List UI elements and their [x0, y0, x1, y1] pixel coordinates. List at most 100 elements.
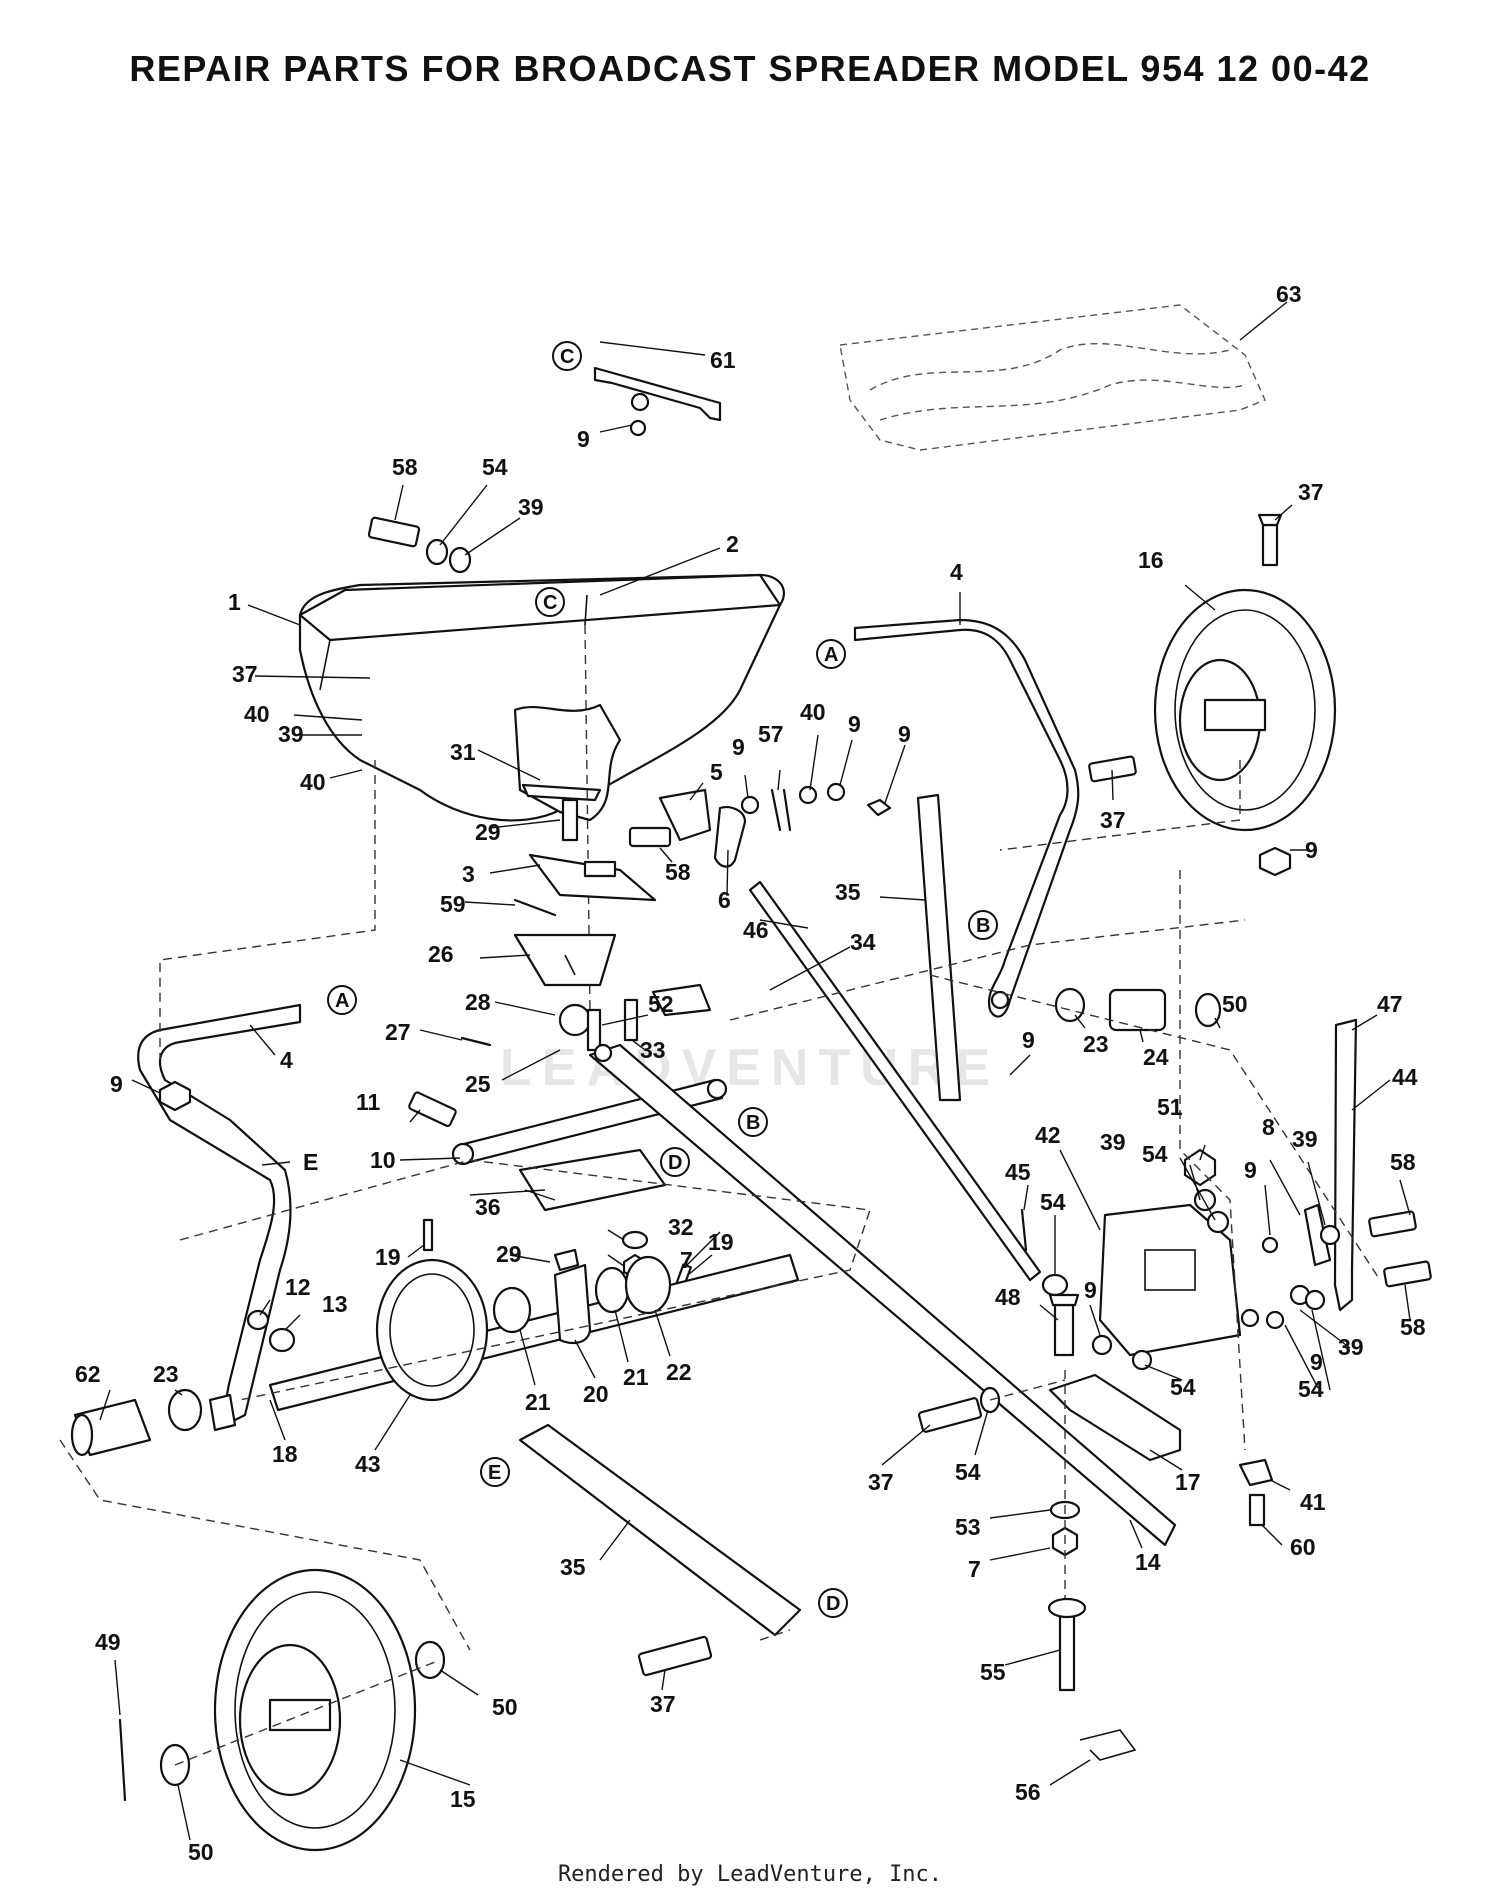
callout-32: 32: [668, 1214, 694, 1240]
clevis-bracket: [1048, 1373, 1182, 1462]
callout-6: 6: [718, 887, 731, 913]
callout-37: 37: [232, 661, 258, 687]
callout-63: 63: [1276, 281, 1302, 307]
callout-9: 9: [1022, 1027, 1035, 1053]
callout-58: 58: [1400, 1314, 1426, 1340]
svg-text:D: D: [668, 1152, 682, 1174]
lever-bracket: [628, 788, 747, 868]
callout-40: 40: [244, 701, 270, 727]
part-callouts: 63 61 9 58 54 39 2 1 37 40 39 40 31 29 3…: [75, 281, 1426, 1865]
callout-44: 44: [1392, 1064, 1418, 1090]
callout-54: 54: [1040, 1189, 1066, 1215]
bushing-set-left: [70, 1388, 237, 1457]
svg-text:D: D: [826, 1593, 840, 1615]
control-lever: [1240, 1018, 1432, 1330]
callout-26: 26: [428, 941, 454, 967]
callout-54: 54: [1170, 1374, 1196, 1400]
callout-37: 37: [650, 1691, 676, 1717]
callout-54: 54: [1298, 1376, 1324, 1402]
callout-37: 37: [1100, 807, 1126, 833]
callout-40: 40: [300, 769, 326, 795]
callout-51: 51: [1157, 1094, 1183, 1120]
callout-54: 54: [482, 454, 508, 480]
callout-4: 4: [280, 1047, 293, 1073]
callout-57: 57: [758, 721, 784, 747]
callout-39: 39: [1100, 1129, 1126, 1155]
callout-11: 11: [356, 1089, 381, 1115]
callout-46: 46: [743, 917, 769, 943]
callout-56: 56: [1015, 1779, 1041, 1805]
handle-right: [853, 618, 1080, 1018]
callout-49: 49: [95, 1629, 121, 1655]
callout-59: 59: [440, 891, 466, 917]
callout-28: 28: [465, 989, 491, 1015]
callout-20: 20: [583, 1381, 609, 1407]
leader-lines: [99, 301, 1411, 1841]
callout-9: 9: [577, 426, 590, 452]
axle-assembly: [268, 1253, 800, 1412]
callout-58: 58: [1390, 1149, 1416, 1175]
callout-19: 19: [708, 1229, 734, 1255]
callout-43: 43: [355, 1451, 381, 1477]
reference-letter-d-upper: D: [660, 1147, 690, 1177]
callout-4: 4: [950, 559, 963, 585]
callout-36: 36: [475, 1194, 501, 1220]
wheel-right: [1088, 513, 1337, 877]
brace-left: [518, 1423, 802, 1637]
callout-18: 18: [272, 1441, 298, 1467]
callout-31: 31: [450, 739, 476, 765]
callout-19: 19: [375, 1244, 401, 1270]
callout-9: 9: [1310, 1349, 1323, 1375]
callout-24: 24: [1143, 1044, 1169, 1070]
callout-50: 50: [492, 1694, 518, 1720]
callout-55: 55: [980, 1659, 1006, 1685]
callout-47: 47: [1377, 991, 1403, 1017]
callout-17: 17: [1175, 1469, 1201, 1495]
svg-text:B: B: [746, 1112, 760, 1134]
callout-1: 1: [228, 589, 241, 615]
reference-letter-b-left: B: [738, 1107, 768, 1137]
callout-8: 8: [1262, 1114, 1275, 1140]
callout-58: 58: [665, 859, 691, 885]
callout-3: 3: [462, 861, 475, 887]
callout-60: 60: [1290, 1534, 1316, 1560]
callout-34: 34: [850, 929, 876, 955]
svg-text:C: C: [543, 592, 557, 614]
svg-text:A: A: [335, 990, 349, 1012]
callout-13: 13: [322, 1291, 348, 1317]
callout-53: 53: [955, 1514, 981, 1540]
page-title: REPAIR PARTS FOR BROADCAST SPREADER MODE…: [129, 48, 1371, 89]
reference-letter-d-lower: D: [818, 1588, 848, 1618]
handle-left: [137, 1003, 302, 1422]
callout-39: 39: [518, 494, 544, 520]
callout-39: 39: [278, 721, 304, 747]
callout-61: 61: [710, 347, 736, 373]
reference-letter-c-hopper: C: [535, 587, 565, 617]
callout-50: 50: [1222, 991, 1248, 1017]
callout-40: 40: [800, 699, 826, 725]
brace-right: [916, 793, 962, 1102]
callout-9: 9: [732, 734, 745, 760]
callout-9: 9: [1244, 1157, 1257, 1183]
callout-41: 41: [1300, 1489, 1326, 1515]
callout-45: 45: [1005, 1159, 1031, 1185]
hopper-cover: [839, 304, 1266, 451]
reference-letter-e-label: E: [303, 1149, 318, 1175]
callout-15: 15: [450, 1786, 476, 1812]
callout-35: 35: [560, 1554, 586, 1580]
callout-54: 54: [1142, 1141, 1168, 1167]
control-rod: [748, 880, 1042, 1282]
footer-credit: Rendered by LeadVenture, Inc.: [557, 1862, 943, 1887]
callout-12: 12: [285, 1274, 311, 1300]
callout-42: 42: [1035, 1122, 1061, 1148]
callout-25: 25: [465, 1071, 491, 1097]
callout-7: 7: [968, 1556, 981, 1582]
spring-washer-row: [740, 782, 892, 832]
callout-33: 33: [640, 1037, 666, 1063]
shaft-assembly: [460, 798, 712, 1052]
callout-10: 10: [370, 1147, 396, 1173]
gate-plate: [518, 1148, 667, 1212]
callout-27: 27: [385, 1019, 411, 1045]
callout-16: 16: [1138, 547, 1164, 573]
